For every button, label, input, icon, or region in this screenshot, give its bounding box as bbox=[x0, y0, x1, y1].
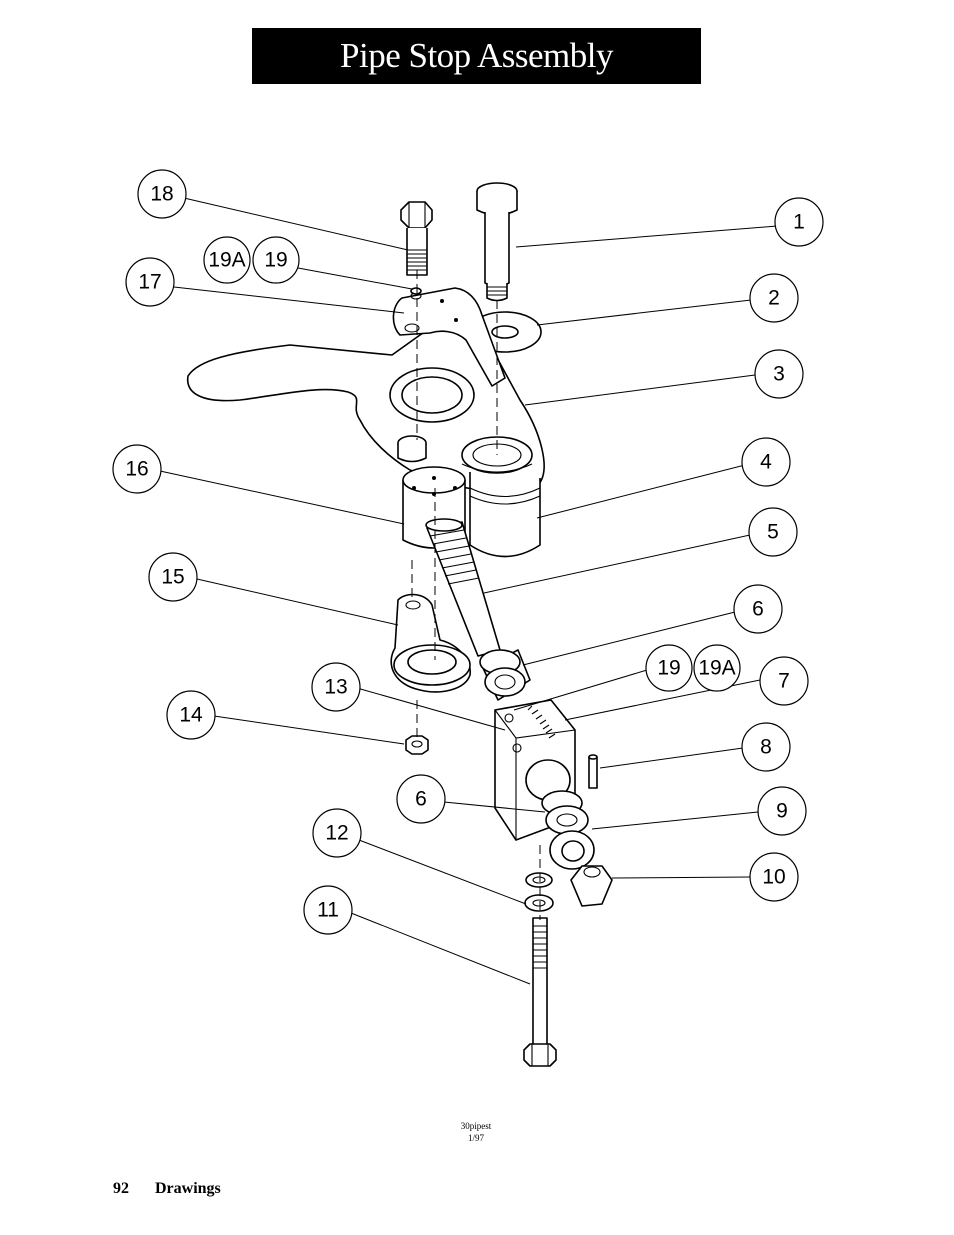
callout-13: 13 bbox=[311, 662, 361, 712]
part-12-washers bbox=[524, 872, 554, 912]
part-8-dowel-pin bbox=[588, 754, 598, 789]
callout-14: 14 bbox=[166, 690, 216, 740]
callout-circle bbox=[148, 552, 198, 602]
callout-label: 6 bbox=[415, 788, 427, 811]
callout-19a-top: 19A bbox=[203, 236, 251, 284]
callout-label: 7 bbox=[778, 670, 790, 693]
part-11-long-bolt bbox=[523, 917, 557, 1067]
callout-label: 1 bbox=[793, 211, 805, 234]
callout-17: 17 bbox=[125, 257, 175, 307]
assembly-centerlines bbox=[411, 270, 541, 920]
callout-circle bbox=[112, 444, 162, 494]
part-18-hex-bolt bbox=[400, 201, 433, 276]
part-15-lower-link bbox=[390, 593, 471, 693]
callout-16: 16 bbox=[112, 444, 162, 494]
callout-19-mid: 19 bbox=[645, 644, 693, 692]
callout-circle bbox=[759, 656, 809, 706]
callout-label: 10 bbox=[762, 866, 785, 889]
callout-5: 5 bbox=[748, 507, 798, 557]
callout-label: 15 bbox=[161, 566, 184, 589]
callout-8: 8 bbox=[741, 722, 791, 772]
callout-2: 2 bbox=[749, 273, 799, 323]
callout-15: 15 bbox=[148, 552, 198, 602]
part-6-collar-top bbox=[479, 649, 531, 701]
callout-circle bbox=[748, 507, 798, 557]
drawing-code: 30pipest bbox=[460, 1121, 492, 1131]
part-6-collar-bottom bbox=[541, 790, 589, 835]
callout-19a-mid: 19A bbox=[693, 644, 741, 692]
callout-4: 4 bbox=[741, 437, 791, 487]
callout-10: 10 bbox=[749, 852, 799, 902]
callout-circle bbox=[741, 437, 791, 487]
callout-12: 12 bbox=[312, 808, 362, 858]
part-4-cylinder bbox=[469, 472, 541, 558]
section-name: Drawings bbox=[155, 1180, 221, 1197]
callout-circle bbox=[774, 197, 824, 247]
callout-label: 12 bbox=[325, 822, 348, 845]
callout-circle bbox=[733, 584, 783, 634]
part-19-set-screw-top bbox=[410, 287, 422, 295]
callout-3: 3 bbox=[754, 349, 804, 399]
part-1-shoulder-bolt bbox=[476, 182, 518, 302]
callout-label: 9 bbox=[776, 800, 788, 823]
callout-label: 5 bbox=[767, 521, 779, 544]
callout-circle bbox=[645, 644, 693, 692]
part-14-hex-nut bbox=[405, 735, 429, 755]
callout-6-top: 6 bbox=[733, 584, 783, 634]
callout-19-top: 19 bbox=[252, 236, 300, 284]
callout-label: 19A bbox=[698, 657, 735, 680]
callout-label: 16 bbox=[125, 458, 148, 481]
drawing-date: 1/97 bbox=[467, 1133, 484, 1143]
callout-18: 18 bbox=[137, 169, 187, 219]
part-9-spacer bbox=[549, 830, 595, 870]
callout-6-bottom: 6 bbox=[396, 774, 446, 824]
callout-label: 3 bbox=[773, 363, 785, 386]
parts bbox=[187, 182, 613, 1067]
callout-label: 4 bbox=[760, 451, 772, 474]
callout-label: 11 bbox=[317, 899, 339, 922]
callout-label: 19A bbox=[208, 249, 245, 272]
callout-1: 1 bbox=[774, 197, 824, 247]
page-title: Pipe Stop Assembly bbox=[252, 28, 701, 84]
callout-circle bbox=[137, 169, 187, 219]
callout-circle bbox=[754, 349, 804, 399]
callout-label: 8 bbox=[760, 736, 772, 759]
callout-label: 14 bbox=[179, 704, 203, 727]
callout-circle bbox=[311, 662, 361, 712]
page-title-text: Pipe Stop Assembly bbox=[340, 36, 613, 75]
callout-label: 17 bbox=[138, 271, 161, 294]
callout-9: 9 bbox=[757, 786, 807, 836]
part-3-arm bbox=[187, 324, 545, 492]
callout-label: 19 bbox=[264, 249, 287, 272]
callout-circle bbox=[693, 644, 741, 692]
callout-label: 13 bbox=[324, 676, 347, 699]
part-10-hex-nut bbox=[570, 865, 613, 907]
callout-circle bbox=[166, 690, 216, 740]
leader-lines bbox=[159, 197, 778, 985]
callout-label: 2 bbox=[768, 287, 780, 310]
callout-circle bbox=[312, 808, 362, 858]
part-16-block bbox=[397, 435, 466, 549]
callout-circle bbox=[252, 236, 300, 284]
callout-11: 11 bbox=[303, 885, 353, 935]
callout-circle bbox=[303, 885, 353, 935]
callout-label: 6 bbox=[752, 598, 764, 621]
callout-circle bbox=[749, 852, 799, 902]
page-footer: 92 Drawings bbox=[113, 1180, 221, 1198]
callout-label: 19 bbox=[657, 657, 680, 680]
callout-7: 7 bbox=[759, 656, 809, 706]
callout-circle bbox=[203, 236, 251, 284]
callout-circle bbox=[396, 774, 446, 824]
page-number: 92 bbox=[113, 1180, 129, 1197]
callout-circle bbox=[741, 722, 791, 772]
callout-circle bbox=[757, 786, 807, 836]
callout-circle bbox=[749, 273, 799, 323]
drawing-reference: 30pipest 1/97 bbox=[440, 1120, 512, 1144]
callout-circle bbox=[125, 257, 175, 307]
callout-label: 18 bbox=[150, 183, 173, 206]
